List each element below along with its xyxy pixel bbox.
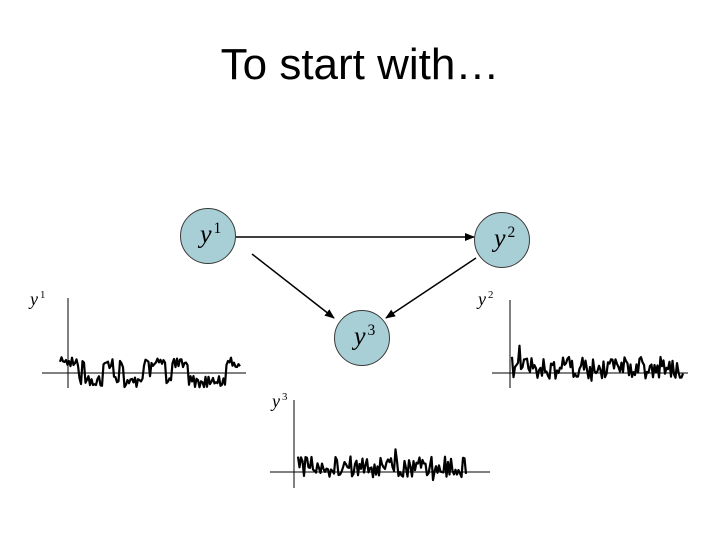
plot-y2-trace <box>510 344 685 382</box>
slide-title: To start with… <box>220 40 500 89</box>
plot-y3-trace <box>296 448 468 482</box>
edge-y2-y3 <box>385 257 477 319</box>
edge-y1-y3 <box>251 253 335 319</box>
plot-y1-trace <box>58 356 241 389</box>
